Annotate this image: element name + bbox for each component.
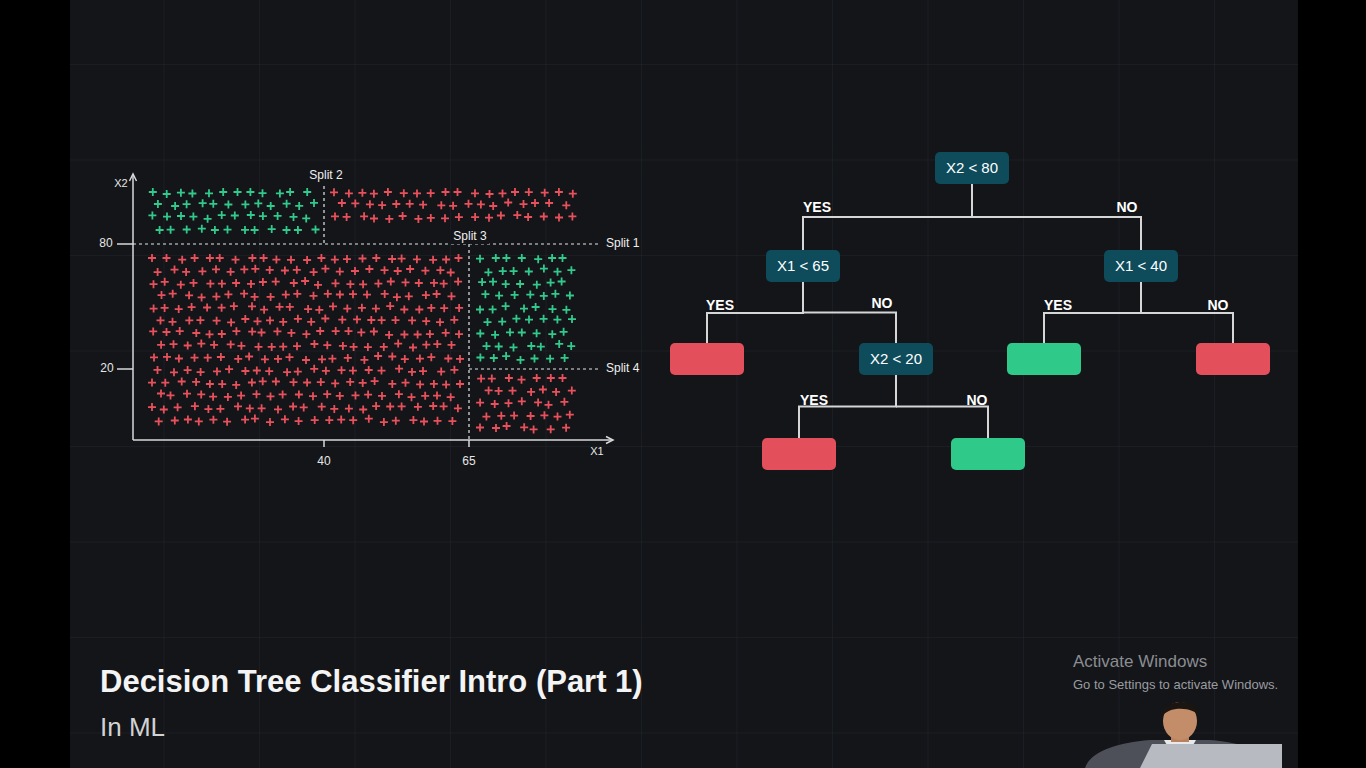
plus-markers xyxy=(476,254,576,364)
branch-label: NO xyxy=(1117,199,1138,215)
leaf-box xyxy=(1196,343,1270,375)
branch-line xyxy=(972,184,1141,250)
caption: In ML xyxy=(100,713,165,743)
plus-markers xyxy=(148,188,319,234)
condition-text: X2 < 80 xyxy=(946,159,998,177)
leaf-box xyxy=(1007,343,1081,375)
watermark: Go to Settings to activate Windows. xyxy=(1073,678,1278,693)
branch-line xyxy=(803,282,896,343)
tick-label: 40 xyxy=(317,455,330,469)
tick-label: 65 xyxy=(462,455,475,469)
plot-axes xyxy=(117,174,613,447)
title: Decision Tree Classifier Intro (Part 1) xyxy=(100,664,643,700)
branch-line xyxy=(803,184,972,250)
branch-label: NO xyxy=(1208,297,1229,313)
decision-box: X2 < 20 xyxy=(859,343,933,375)
grid xyxy=(70,0,1298,768)
tick-label: 20 xyxy=(100,362,113,376)
condition-text: X1 < 40 xyxy=(1115,257,1167,275)
split-label: Split 2 xyxy=(309,169,342,183)
split-lines xyxy=(133,186,600,440)
branch-label: NO xyxy=(967,392,988,408)
presenter xyxy=(1085,702,1282,768)
branch-label: NO xyxy=(872,294,893,310)
plus-markers xyxy=(476,374,576,433)
split-label: Split 4 xyxy=(606,362,639,376)
panel xyxy=(70,0,1298,768)
leaf-connectors xyxy=(707,282,1233,438)
tick-label: 80 xyxy=(99,237,112,251)
leaf-box xyxy=(670,343,744,375)
split-label: Split 3 xyxy=(450,230,489,244)
branch-label: YES xyxy=(800,392,828,408)
leaf-box xyxy=(762,438,836,470)
decision-box: X2 < 80 xyxy=(935,152,1009,184)
leaf-box xyxy=(951,438,1025,470)
plus-markers xyxy=(148,254,464,426)
condition-text: X2 < 20 xyxy=(870,350,922,368)
watermark: Activate Windows xyxy=(1073,652,1207,672)
decision-box: X1 < 40 xyxy=(1104,250,1178,282)
branch-label: YES xyxy=(1044,297,1072,313)
split-label: Split 1 xyxy=(606,237,639,251)
axis-label: X1 xyxy=(590,445,603,458)
condition-text: X1 < 65 xyxy=(777,257,829,275)
branch-label: YES xyxy=(706,297,734,313)
decision-box: X1 < 65 xyxy=(766,250,840,282)
axis-label: X2 xyxy=(114,177,127,190)
data-points xyxy=(148,188,577,433)
plus-markers xyxy=(330,188,577,223)
branch-label: YES xyxy=(803,199,831,215)
leaf-boxes xyxy=(670,343,1270,470)
